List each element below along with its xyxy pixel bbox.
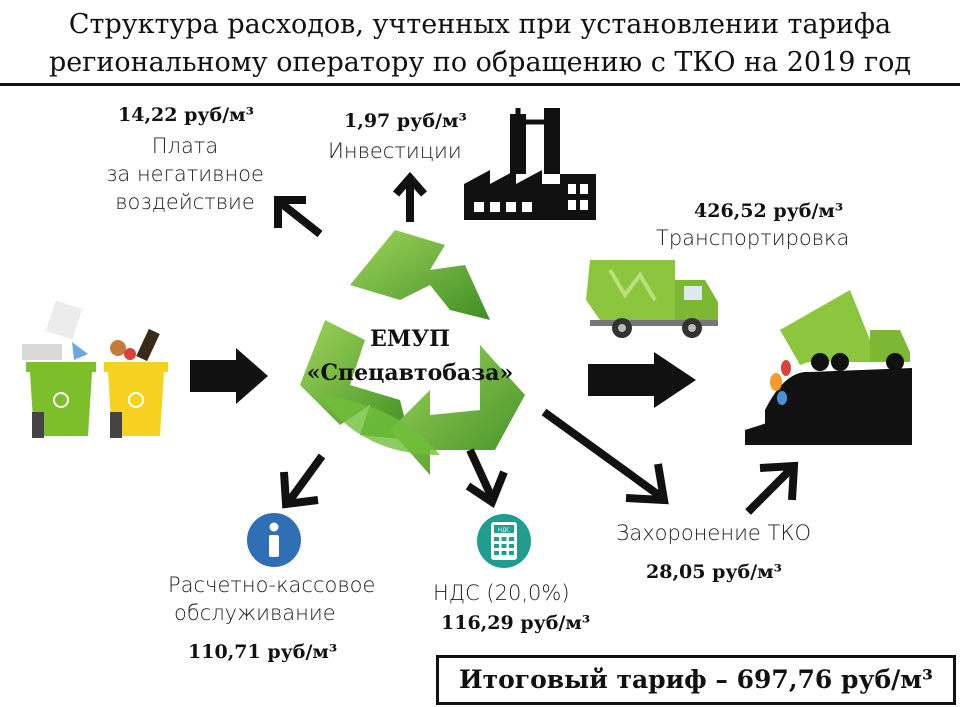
- arrow-icon: [190, 348, 268, 404]
- total-tariff-box: Итоговый тариф – 697,76 руб/м³: [436, 655, 956, 705]
- cash-label-2: обслуживание: [174, 601, 336, 625]
- info-icon: [247, 513, 301, 567]
- dump-truck-icon: [745, 290, 912, 445]
- transport-value: 426,52 руб/м³: [694, 200, 844, 222]
- arrow-icon: [588, 352, 696, 408]
- garbage-truck-icon: [586, 260, 718, 338]
- title-divider: [0, 83, 960, 86]
- center-label: ЕМУП «Спецавтобаза»: [285, 322, 535, 390]
- title-line-2: региональному оператору по обращению с Т…: [48, 47, 912, 78]
- calculator-icon: НДС: [477, 514, 531, 568]
- page-title: Структура расходов, учтенных при установ…: [0, 6, 960, 82]
- arrow-icon: [465, 448, 508, 508]
- burial-label: Захоронение ТКО: [616, 521, 811, 545]
- arrow-icon: [745, 461, 799, 515]
- cash-value: 110,71 руб/м³: [188, 641, 338, 663]
- investments-label: Инвестиции: [328, 139, 462, 163]
- negative-label-3: воздействие: [115, 190, 255, 214]
- factory-icon: [464, 108, 596, 220]
- waste-bins-icon: [22, 300, 168, 438]
- negative-label-1: Плата: [151, 134, 219, 158]
- investments-value: 1,97 руб/м³: [344, 110, 467, 132]
- title-line-1: Структура расходов, учтенных при установ…: [68, 9, 892, 40]
- negative-value: 14,22 руб/м³: [118, 104, 254, 126]
- cash-label-1: Расчетно-кассовое: [168, 573, 376, 597]
- recycle-icon: [300, 230, 525, 475]
- negative-label: Плата за негативное воздействие: [95, 132, 275, 216]
- vat-label: НДС (20,0%): [433, 581, 570, 605]
- burial-value: 28,05 руб/м³: [646, 561, 782, 583]
- transport-label: Транспортировка: [656, 226, 850, 250]
- arrow-icon: [392, 172, 428, 222]
- arrow-icon: [274, 196, 323, 238]
- vat-badge: НДС: [498, 528, 510, 534]
- center-line-1: ЕМУП: [370, 326, 450, 352]
- center-line-2: «Спецавтобаза»: [306, 360, 514, 386]
- arrow-icon: [280, 453, 326, 509]
- negative-label-2: за негативное: [106, 162, 264, 186]
- arrow-icon: [541, 408, 669, 505]
- cash-label: Расчетно-кассовое обслуживание: [160, 571, 410, 627]
- vat-value: 116,29 руб/м³: [441, 612, 591, 634]
